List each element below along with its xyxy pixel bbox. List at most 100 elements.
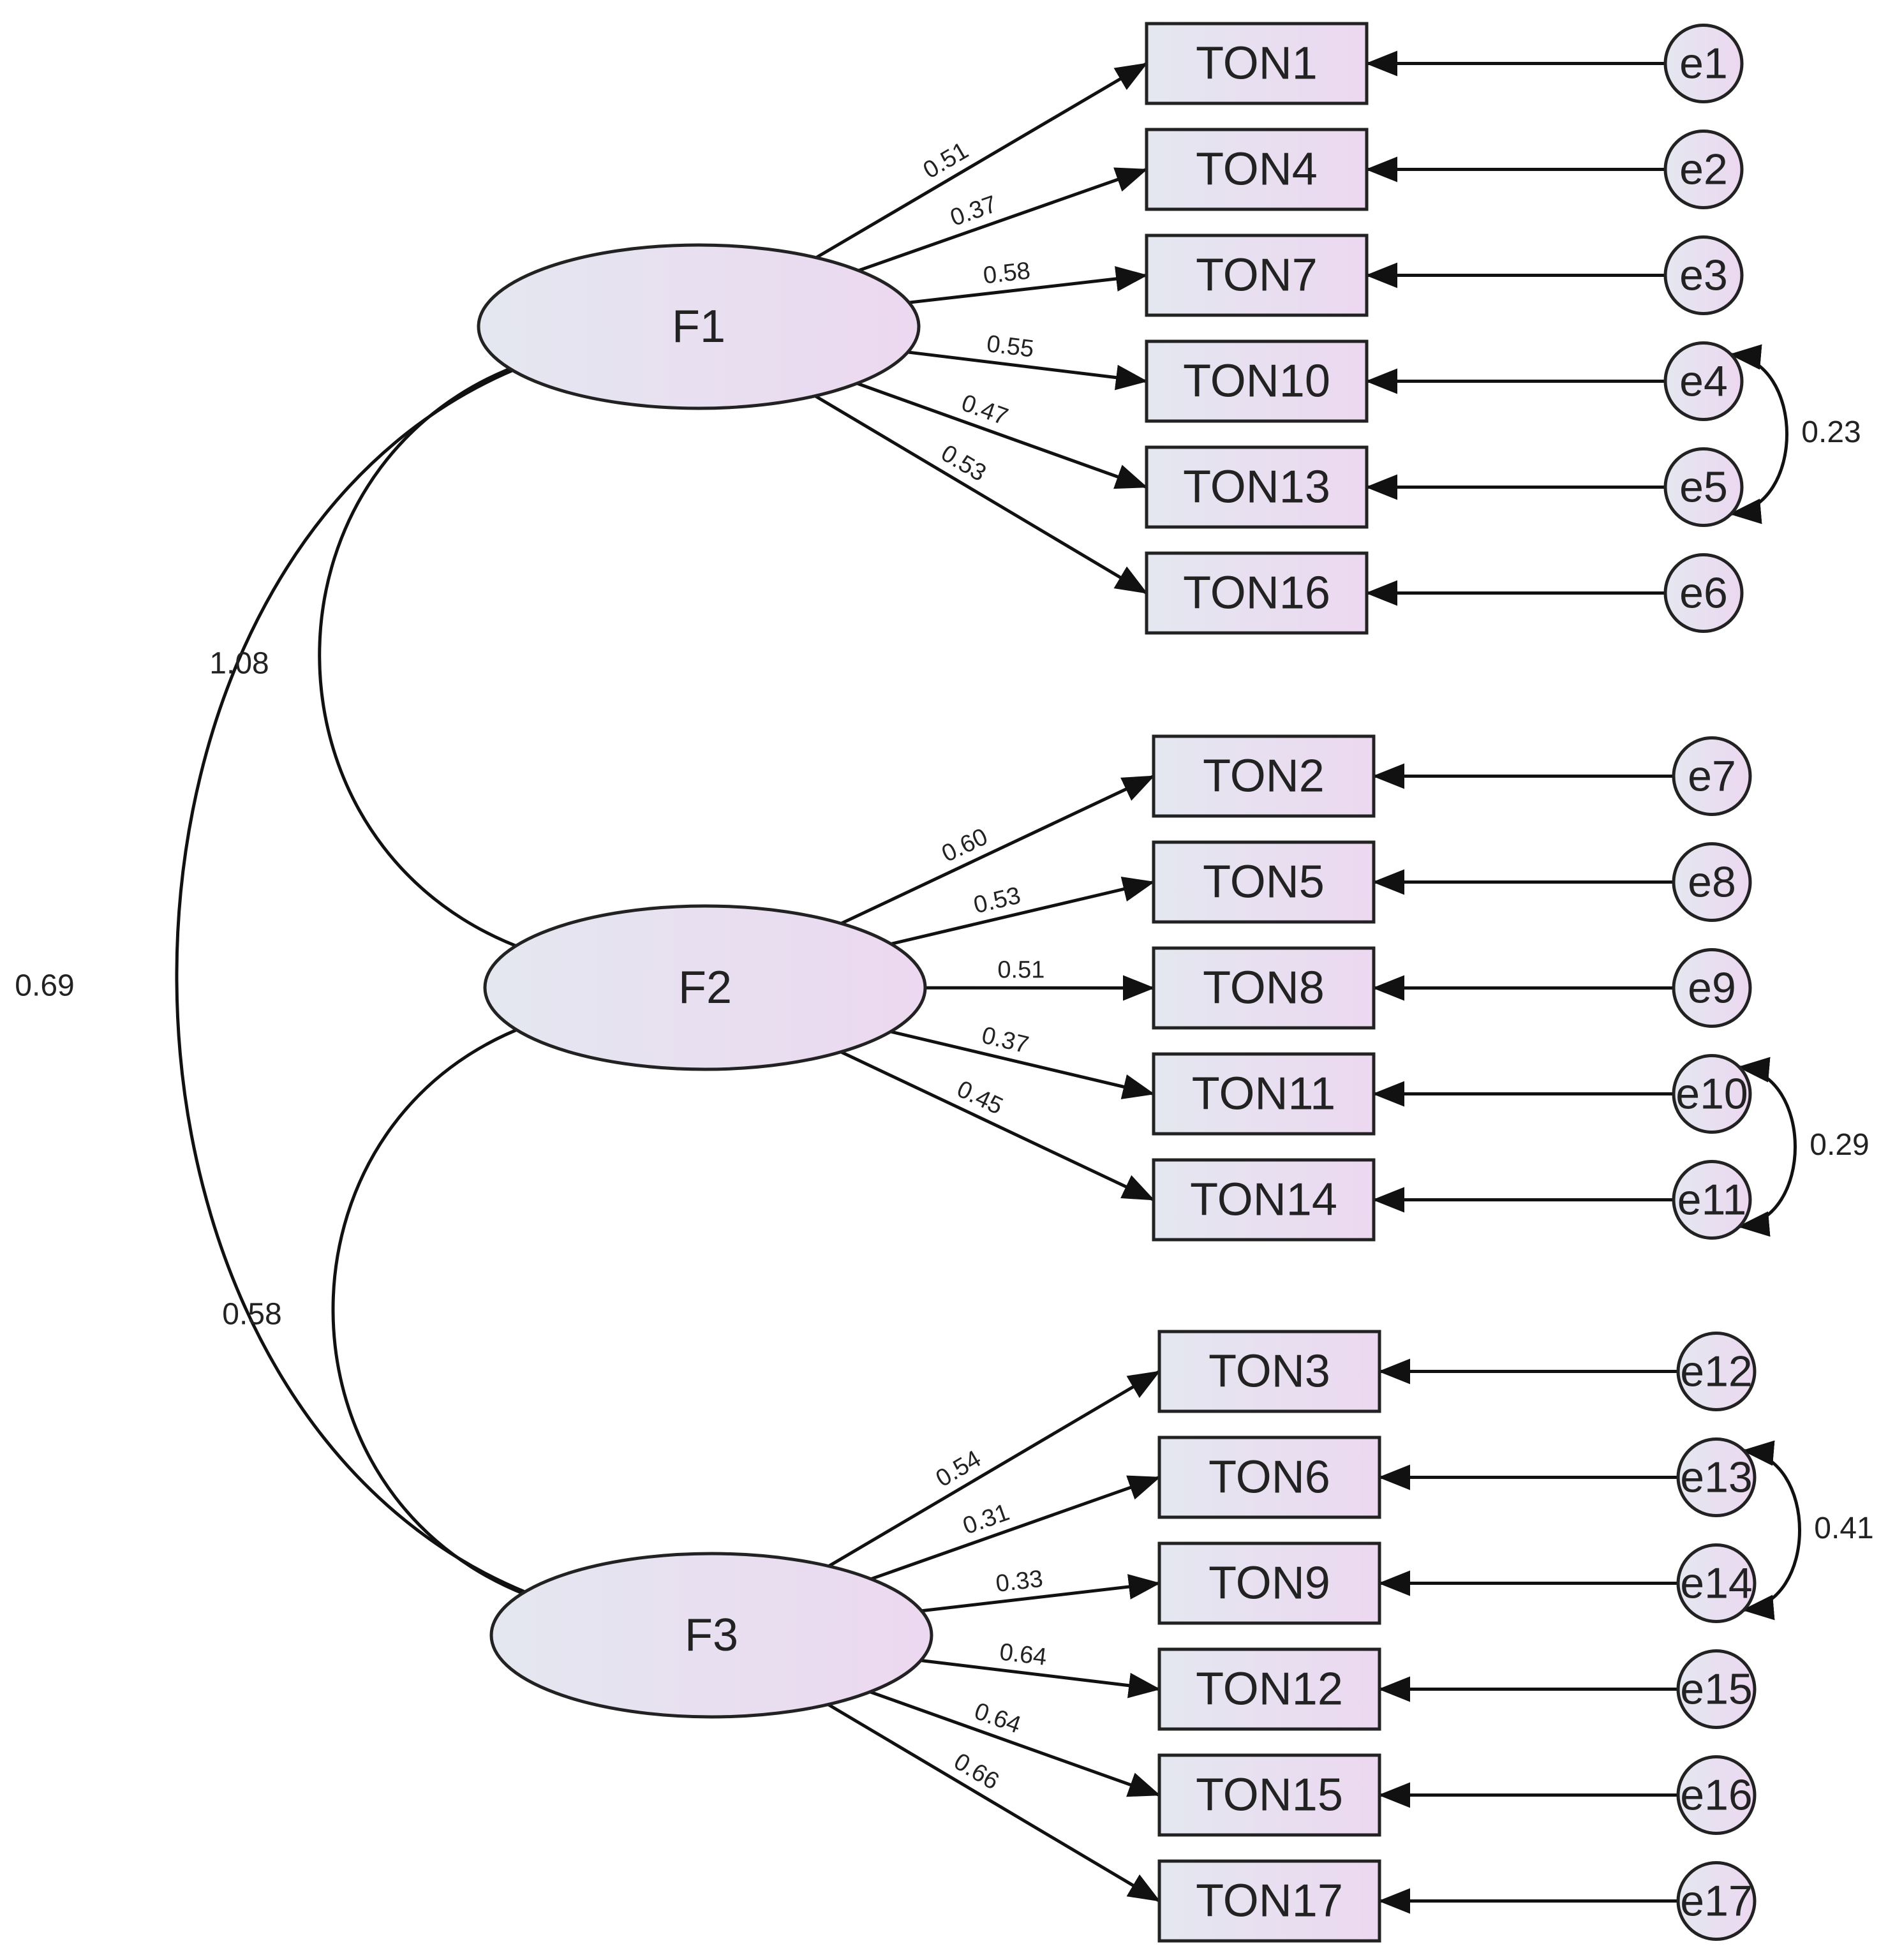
- covariance-value-f1-f3: 0.69: [15, 969, 74, 1003]
- indicator-label-ton3: TON3: [1208, 1346, 1330, 1397]
- latent-factor-f2: [483, 904, 927, 1071]
- loading-arrow-ton12: [920, 1659, 1161, 1698]
- error-covariance-arc-e10-e11: [1737, 1057, 1797, 1237]
- latent-factor-f1: [477, 243, 921, 410]
- loading-arrow-ton2: [840, 775, 1155, 925]
- loading-arrow-ton14: [840, 1050, 1155, 1201]
- loading-value-ton10: 0.55: [985, 330, 1036, 363]
- loading-value-ton17: 0.66: [949, 1748, 1004, 1795]
- indicator-box-ton5: [1152, 840, 1376, 924]
- loading-value-ton1: 0.51: [919, 137, 973, 184]
- error-term-e3: [1663, 235, 1744, 315]
- loading-value-ton6: 0.31: [960, 1499, 1013, 1540]
- loading-arrow-ton1: [815, 62, 1148, 259]
- error-term-e14: [1676, 1543, 1757, 1623]
- loading-value-ton9: 0.33: [994, 1566, 1044, 1598]
- loading-arrow-ton11: [890, 1030, 1155, 1099]
- error-term-e9: [1672, 948, 1752, 1028]
- error-term-e5: [1663, 447, 1744, 527]
- loading-value-ton16: 0.53: [937, 440, 991, 487]
- loading-value-ton7: 0.58: [982, 257, 1032, 289]
- error-term-e13: [1676, 1437, 1757, 1517]
- indicator-box-ton17: [1157, 1859, 1381, 1943]
- indicator-label-ton6: TON6: [1208, 1452, 1330, 1503]
- error-label-e9: e9: [1688, 964, 1736, 1013]
- indicator-box-ton7: [1145, 234, 1369, 317]
- error-label-e13: e13: [1680, 1453, 1752, 1502]
- indicator-label-ton5: TON5: [1203, 857, 1325, 908]
- indicator-label-ton7: TON7: [1196, 250, 1318, 301]
- indicator-box-ton13: [1145, 445, 1369, 529]
- indicator-box-ton12: [1157, 1647, 1381, 1731]
- error-label-e5: e5: [1679, 463, 1728, 512]
- loading-value-ton12: 0.64: [998, 1638, 1048, 1671]
- loading-value-ton2: 0.60: [938, 823, 992, 868]
- indicator-label-ton15: TON15: [1196, 1770, 1343, 1821]
- error-covariance-arc-e13-e14: [1742, 1440, 1801, 1621]
- loading-value-ton14: 0.45: [953, 1076, 1007, 1120]
- indicator-box-ton10: [1145, 339, 1369, 423]
- error-term-e4: [1663, 341, 1744, 421]
- indicator-box-ton11: [1152, 1052, 1376, 1136]
- covariance-arc-f1-f3: [175, 347, 581, 1615]
- covariance-arc-f1-f2: [318, 345, 574, 969]
- latent-factor-f3: [489, 1552, 933, 1719]
- loading-arrow-ton6: [870, 1475, 1161, 1581]
- loading-value-ton4: 0.37: [947, 191, 1000, 232]
- indicator-box-ton9: [1157, 1541, 1381, 1625]
- indicator-label-ton2: TON2: [1203, 751, 1325, 802]
- error-term-e12: [1676, 1332, 1757, 1411]
- indicator-label-ton17: TON17: [1196, 1876, 1343, 1927]
- error-term-e8: [1672, 842, 1752, 922]
- indicator-box-ton16: [1145, 551, 1369, 635]
- loading-arrow-ton17: [827, 1703, 1161, 1903]
- error-label-e15: e15: [1680, 1665, 1752, 1714]
- indicator-box-ton15: [1157, 1753, 1381, 1837]
- error-term-e2: [1663, 130, 1744, 209]
- indicator-box-ton4: [1145, 128, 1369, 211]
- loading-value-ton8: 0.51: [997, 956, 1044, 983]
- error-covariance-arc-e4-e5: [1729, 344, 1788, 524]
- loading-arrow-ton16: [814, 394, 1148, 595]
- factor-label-f3: F3: [685, 1610, 738, 1661]
- error-label-e10: e10: [1676, 1070, 1748, 1118]
- factor-label-f1: F1: [672, 301, 725, 352]
- loading-arrow-ton7: [909, 266, 1148, 304]
- error-term-e10: [1672, 1054, 1752, 1134]
- loading-value-ton3: 0.54: [932, 1446, 986, 1493]
- error-label-e1: e1: [1679, 40, 1728, 88]
- error-term-e15: [1676, 1649, 1757, 1729]
- error-term-e7: [1672, 736, 1752, 816]
- indicator-label-ton14: TON14: [1190, 1175, 1337, 1226]
- indicator-box-ton3: [1157, 1330, 1381, 1413]
- loading-arrow-ton9: [921, 1574, 1161, 1613]
- loading-value-ton13: 0.47: [958, 390, 1011, 431]
- error-label-e3: e3: [1679, 251, 1728, 300]
- error-label-e4: e4: [1679, 357, 1728, 406]
- error-label-e7: e7: [1688, 752, 1736, 801]
- factor-label-f2: F2: [678, 962, 732, 1013]
- indicator-box-ton6: [1157, 1436, 1381, 1519]
- indicator-label-ton10: TON10: [1183, 356, 1330, 407]
- error-label-e8: e8: [1688, 858, 1736, 907]
- error-term-e16: [1676, 1755, 1757, 1835]
- error-term-e6: [1663, 553, 1744, 633]
- error-label-e6: e6: [1679, 569, 1728, 618]
- error-covariance-value-e10-e11: 0.29: [1810, 1128, 1869, 1162]
- error-covariance-value-e4-e5: 0.23: [1801, 415, 1861, 449]
- error-term-e11: [1672, 1160, 1752, 1240]
- indicator-label-ton4: TON4: [1196, 144, 1318, 195]
- indicator-box-ton8: [1152, 946, 1376, 1030]
- indicator-box-ton2: [1152, 734, 1376, 818]
- loading-arrow-ton4: [858, 167, 1148, 272]
- indicator-box-ton1: [1145, 22, 1369, 105]
- covariance-arc-f2-f3: [331, 1006, 581, 1617]
- indicator-label-ton1: TON1: [1196, 38, 1318, 89]
- error-label-e2: e2: [1679, 145, 1728, 194]
- error-label-e12: e12: [1680, 1348, 1752, 1396]
- indicator-label-ton12: TON12: [1196, 1664, 1343, 1715]
- error-covariance-value-e13-e14: 0.41: [1814, 1511, 1873, 1545]
- indicator-label-ton13: TON13: [1183, 462, 1330, 513]
- error-label-e17: e17: [1680, 1877, 1752, 1926]
